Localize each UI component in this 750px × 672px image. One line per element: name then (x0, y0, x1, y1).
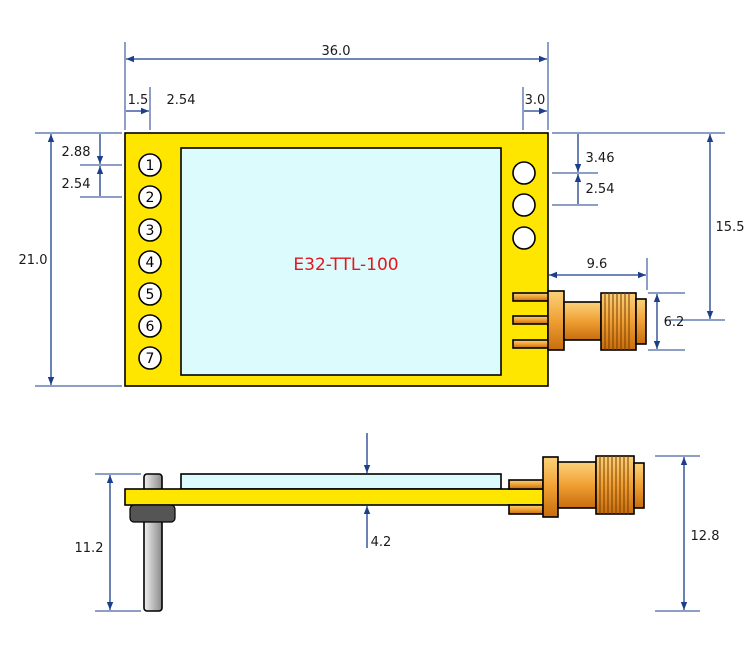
dim-edge-left: 1.5 (128, 93, 149, 108)
pin-4: 4 (138, 250, 162, 274)
svg-text:3: 3 (146, 223, 155, 239)
side-pin-housing (129, 504, 176, 523)
pin-5: 5 (138, 282, 162, 306)
svg-text:6: 6 (146, 319, 155, 335)
rf-shield (180, 147, 502, 376)
svg-text:2: 2 (146, 190, 155, 206)
dim-right-pitch: 2.54 (586, 182, 615, 197)
sma-connector-top (512, 290, 647, 351)
dim-pin-pitch-top: 2.54 (167, 93, 196, 108)
side-board (124, 488, 550, 506)
pin-6: 6 (138, 314, 162, 338)
dim-total-height: 21.0 (19, 253, 48, 268)
svg-text:5: 5 (146, 287, 155, 303)
dim-pin1-offset: 2.88 (62, 145, 91, 160)
svg-text:7: 7 (146, 351, 155, 367)
right-hole-1 (512, 161, 536, 185)
dim-pin-height: 11.2 (75, 541, 104, 556)
svg-text:1: 1 (146, 158, 155, 174)
dim-antenna-length: 9.6 (587, 257, 608, 272)
dim-board-thickness: 4.2 (371, 535, 392, 550)
pin-2: 2 (138, 185, 162, 209)
pin-3: 3 (138, 218, 162, 242)
right-hole-3 (512, 226, 536, 250)
right-hole-2 (512, 193, 536, 217)
dim-overall-height: 12.8 (691, 529, 720, 544)
module-label: E32-TTL-100 (293, 255, 398, 275)
dim-right-top-offset: 3.46 (586, 151, 615, 166)
dim-total-width: 36.0 (322, 44, 351, 59)
sma-connector-side (508, 455, 645, 518)
top-view: E32-TTL-100 1 2 3 4 5 6 7 36.0 (19, 42, 745, 387)
pin-7: 7 (138, 346, 162, 370)
dim-antenna-center: 15.5 (716, 220, 745, 235)
dim-antenna-diameter: 6.2 (664, 315, 685, 330)
dim-edge-right: 3.0 (525, 93, 546, 108)
pin-1: 1 (138, 153, 162, 177)
svg-text:4: 4 (146, 255, 155, 271)
dim-pin-pitch-left: 2.54 (62, 177, 91, 192)
side-view: 4.2 11.2 12.8 (75, 433, 720, 612)
side-shield (180, 473, 502, 490)
